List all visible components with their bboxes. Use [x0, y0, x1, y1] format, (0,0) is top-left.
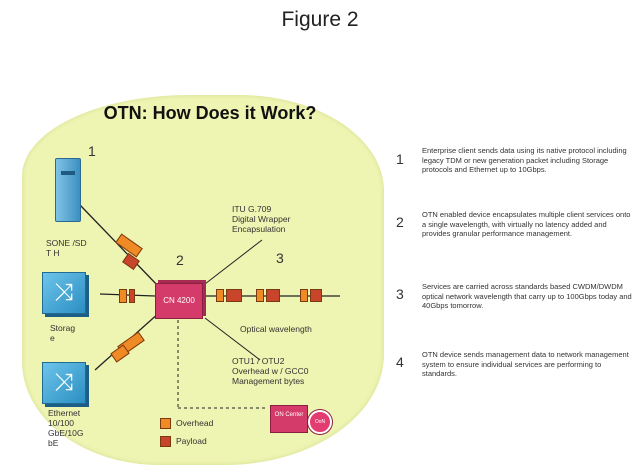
- packet-payload: [226, 289, 242, 302]
- switch-icon: ⤨: [42, 272, 86, 314]
- step-number-3: 3: [276, 250, 284, 266]
- packet-overhead: [256, 289, 264, 302]
- step-2-number: 2: [396, 214, 404, 230]
- packet-payload: [310, 289, 322, 302]
- sonet-label: SONE /SD T H: [46, 238, 87, 258]
- step-2-text: OTN enabled device encapsulates multiple…: [422, 210, 631, 238]
- packet-overhead: [300, 289, 308, 302]
- optical-wavelength-label: Optical wavelength: [240, 324, 312, 334]
- step-3-number: 3: [396, 286, 404, 302]
- figure-title: Figure 2: [281, 8, 359, 31]
- step-4-number: 4: [396, 354, 404, 370]
- switch-icon: ⤨: [42, 362, 86, 404]
- legend-payload-label: Payload: [176, 436, 207, 446]
- step-3-text: Services are carried across standards ba…: [422, 282, 632, 310]
- packet-payload: [266, 289, 280, 302]
- management-round-icon: OoN: [308, 410, 332, 434]
- diagram-title: OTN: How Does it Work?: [103, 103, 317, 123]
- legend-payload-swatch: [160, 436, 171, 447]
- step-4-text: OTN device sends management data to netw…: [422, 350, 629, 378]
- otu-label: OTU1 / OTU2 Overhead w / GCC0 Management…: [232, 356, 309, 386]
- step-1-text: Enterprise client sends data using its n…: [422, 146, 627, 174]
- management-system-icon: ON Center: [270, 405, 308, 433]
- otn-device: CN 4200: [155, 283, 203, 319]
- legend-overhead-label: Overhead: [176, 418, 214, 428]
- ethernet-label: Ethernet 10/100 GbE/10G bE: [48, 408, 84, 448]
- storage-label: Storag e: [50, 323, 76, 343]
- packet-overhead: [216, 289, 224, 302]
- step-number-2: 2: [176, 252, 184, 268]
- legend-overhead-swatch: [160, 418, 171, 429]
- packet-payload: [129, 289, 135, 303]
- server-icon: [55, 158, 81, 222]
- packet-overhead: [119, 289, 127, 303]
- step-1-number: 1: [396, 151, 404, 167]
- step-number-1: 1: [88, 143, 96, 159]
- itu-label: ITU G.709 Digital Wrapper Encapsulation: [232, 204, 291, 234]
